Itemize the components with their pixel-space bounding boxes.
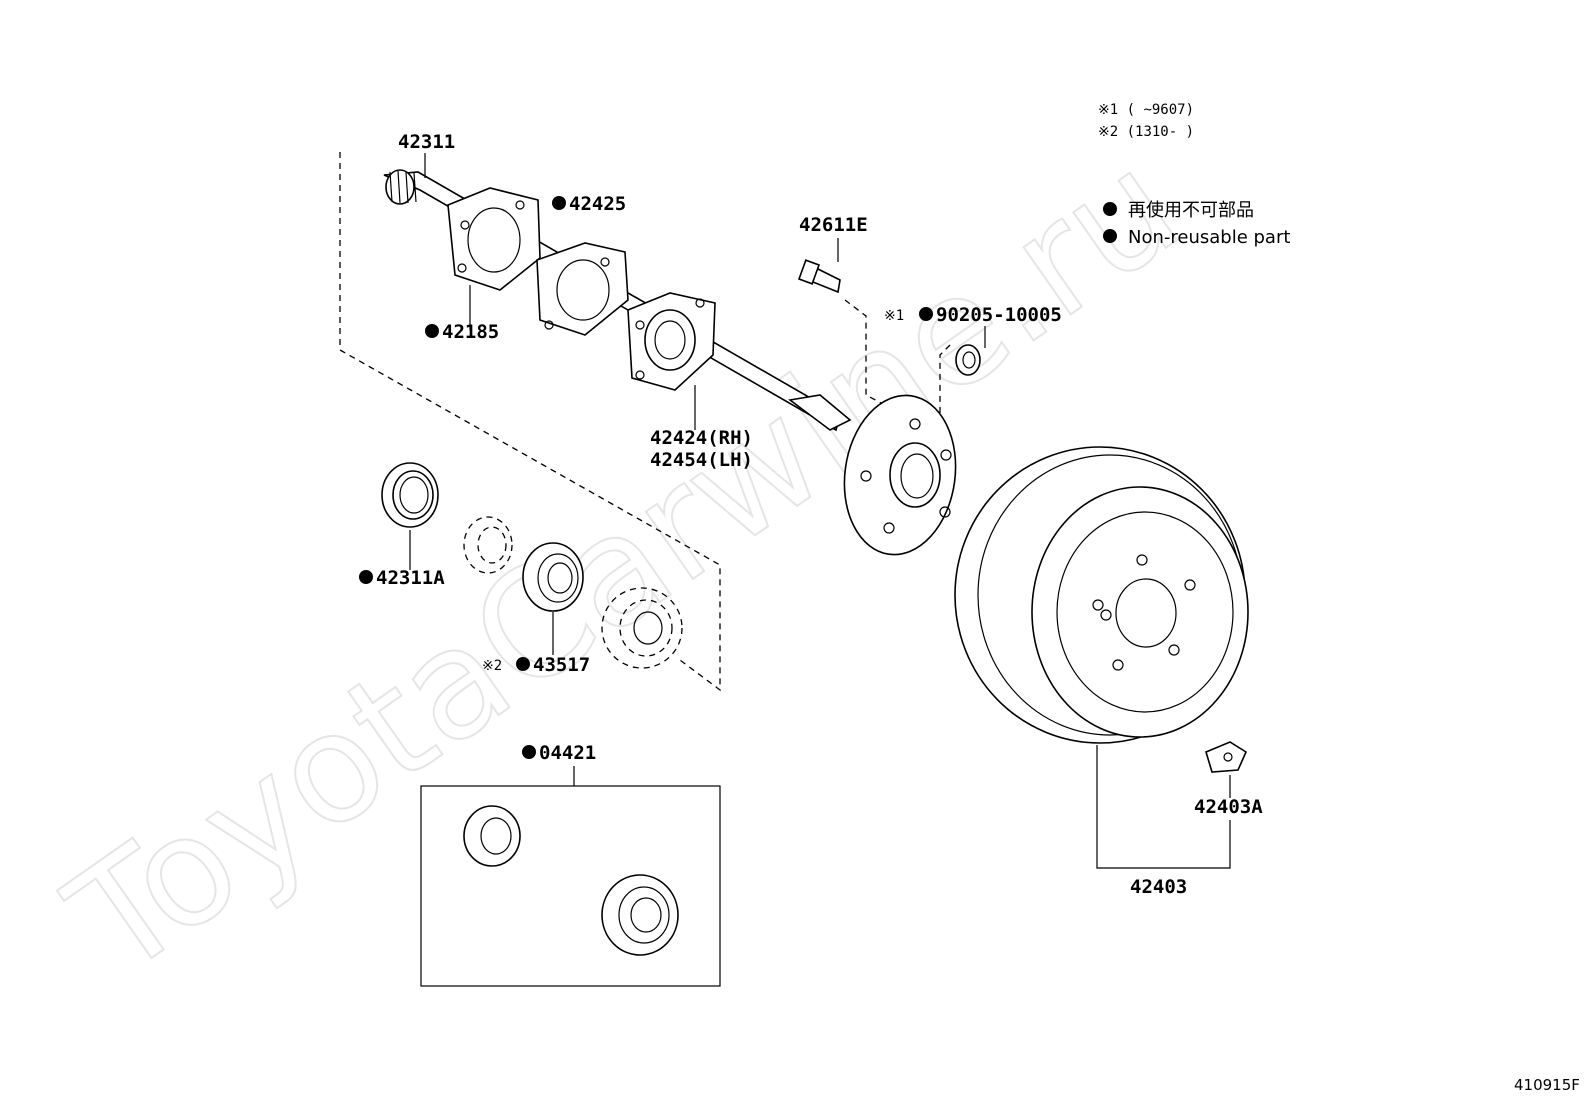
non-reusable-bullet-icon [516,657,530,671]
label-42425: 42425 [569,193,626,215]
note-2: ※2 (1310- ) [1098,124,1194,140]
axle-group-outline [339,152,721,692]
legend-bullet-icon [1103,202,1117,216]
non-reusable-bullet-icon [359,570,373,584]
bearing-43517 [522,542,584,612]
kit-04421 [420,766,721,987]
label-42185: 42185 [442,321,499,343]
hub-bolt-42611E [797,259,841,294]
retainer-plate-42185 [447,187,541,291]
legend-en: Non-reusable part [1128,227,1290,248]
label-90205-prefix: ※1 [884,308,904,324]
washer-leader [939,344,951,440]
non-reusable-bullet-icon [919,307,933,321]
non-reusable-bullet-icon [552,196,566,210]
label-43517: 43517 [533,654,590,676]
bearing-inner-race-dashed [463,516,513,574]
washer-90205 [955,344,981,376]
leader-lines [409,153,1231,869]
legend-bullet-icon [1103,229,1117,243]
gasket-plate-42425 [536,242,629,336]
non-reusable-bullet-icon [425,324,439,338]
label-43517-prefix: ※2 [482,658,502,674]
bearing-retainer-42424 [627,292,716,391]
non-reusable-bullet-icon [522,745,536,759]
plug-42403A [1205,741,1248,773]
axle-shaft [383,169,852,432]
label-04421: 04421 [539,742,596,764]
label-42454: 42454(LH) [650,449,753,471]
label-42311A: 42311A [376,567,445,589]
label-42611E: 42611E [799,214,868,236]
label-90205: 90205-10005 [936,304,1062,326]
oil-seal-42311A [381,462,439,528]
figure-number: 410915F [1514,1076,1580,1094]
bearing-dashed [601,587,683,669]
note-1: ※1 ( ~9607) [1098,102,1194,118]
label-42424: 42424(RH) [650,427,753,449]
axle-flange [843,394,957,556]
label-42311: 42311 [398,131,455,153]
label-42403A: 42403A [1194,796,1263,818]
label-42403: 42403 [1130,876,1187,898]
legend-jp: 再使用不可部品 [1128,200,1254,221]
bolt-leader [844,299,886,406]
legend: 再使用不可部品 Non-reusable part [1103,200,1290,248]
part-labels: 42311 42425 42185 42611E ※1 90205-10005 … [359,131,1263,898]
brake-drum-42403 [954,446,1249,744]
